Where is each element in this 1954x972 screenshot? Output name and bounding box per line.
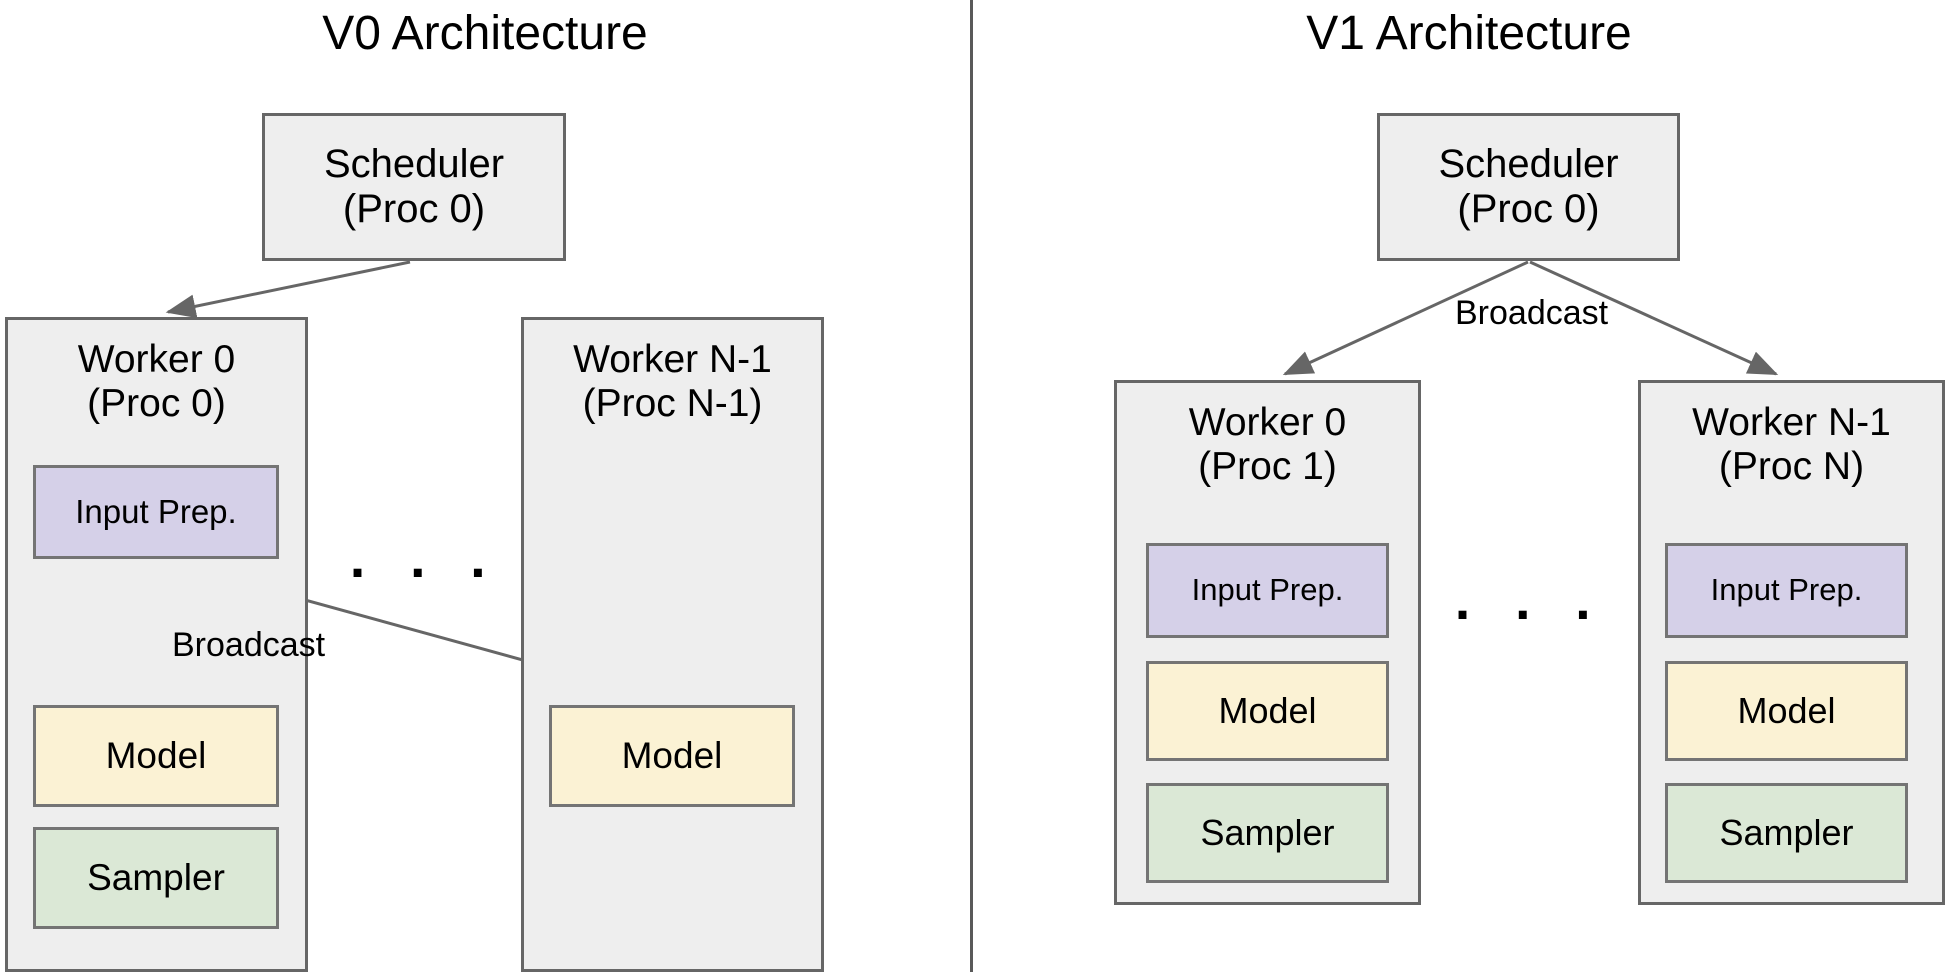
panel-divider xyxy=(970,0,973,972)
v0-worker-0-model[interactable]: Model xyxy=(33,705,279,807)
arrow-v0-scheduler-to-worker0 xyxy=(165,260,411,319)
v1-worker-n-1-sampler-label: Sampler xyxy=(1719,812,1854,854)
v1-worker-0-sampler-label: Sampler xyxy=(1200,812,1335,854)
v1-panel-title: V1 Architecture xyxy=(1306,7,1632,60)
v1-worker-0-input-prep-label: Input Prep. xyxy=(1191,572,1344,608)
v1-worker-n-1-input-prep-label: Input Prep. xyxy=(1710,572,1863,608)
v0-workers-ellipsis: . . . xyxy=(349,526,501,589)
v1-worker-0-model-label: Model xyxy=(1218,690,1317,732)
v0-worker-n-1-label: Worker N-1 (Proc N-1) xyxy=(573,338,772,425)
v0-worker-0-input-prep-label: Input Prep. xyxy=(75,492,237,530)
v0-worker-n-1-model-label: Model xyxy=(621,734,723,776)
v1-broadcast-label: Broadcast xyxy=(1455,294,1609,332)
v0-panel-title: V0 Architecture xyxy=(322,7,648,60)
v0-worker-0-label: Worker 0 (Proc 0) xyxy=(77,338,236,425)
v0-scheduler-label: Scheduler (Proc 0) xyxy=(323,142,505,231)
v0-worker-0-sampler-label: Sampler xyxy=(87,856,225,898)
v1-workers-ellipsis: . . . xyxy=(1454,568,1606,631)
v1-worker-0-label: Worker 0 (Proc 1) xyxy=(1188,401,1347,488)
v0-worker-0-input-prep[interactable]: Input Prep. xyxy=(33,465,279,559)
v1-worker-n-1-input-prep[interactable]: Input Prep. xyxy=(1665,543,1908,638)
v0-broadcast-label: Broadcast xyxy=(172,626,326,664)
v1-worker-n-1-sampler[interactable]: Sampler xyxy=(1665,783,1908,883)
v1-scheduler-node[interactable]: Scheduler (Proc 0) xyxy=(1377,113,1680,261)
v1-scheduler-label: Scheduler (Proc 0) xyxy=(1438,142,1619,231)
v0-scheduler-node[interactable]: Scheduler (Proc 0) xyxy=(262,113,566,261)
v0-worker-0-sampler[interactable]: Sampler xyxy=(33,827,279,929)
v1-worker-n-1-model-label: Model xyxy=(1737,690,1836,732)
v1-worker-n-1-label: Worker N-1 (Proc N) xyxy=(1692,401,1891,488)
v1-worker-0-sampler[interactable]: Sampler xyxy=(1146,783,1389,883)
v0-worker-0-model-label: Model xyxy=(105,734,207,776)
v1-worker-0-input-prep[interactable]: Input Prep. xyxy=(1146,543,1389,638)
v0-worker-n-1-model[interactable]: Model xyxy=(549,705,795,807)
v1-worker-0-model[interactable]: Model xyxy=(1146,661,1389,761)
v1-worker-n-1-model[interactable]: Model xyxy=(1665,661,1908,761)
v0-worker-n-1-container[interactable]: Worker N-1 (Proc N-1) xyxy=(521,317,824,972)
